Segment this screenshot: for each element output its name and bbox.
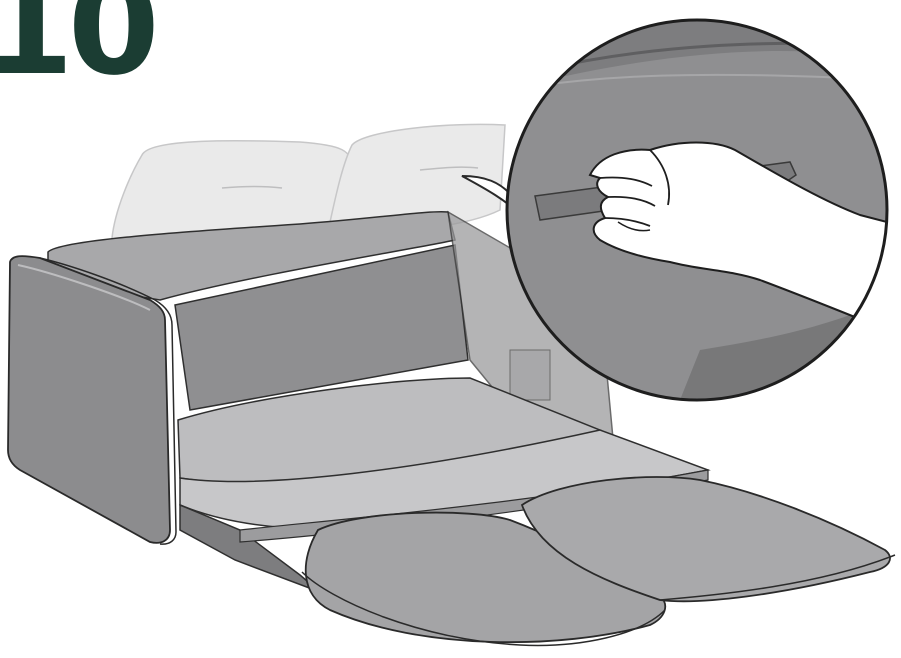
zoom-detail-circle	[507, 20, 887, 400]
left-arm	[8, 256, 176, 544]
